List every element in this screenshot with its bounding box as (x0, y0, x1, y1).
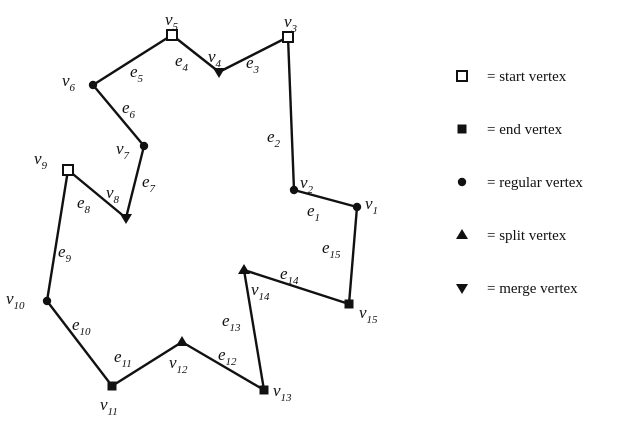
legend: = start vertex = end vertex = regular vert… (456, 69, 583, 297)
vertex-v5-start-marker (166, 29, 178, 41)
edge-label-e7: e7 (142, 172, 156, 195)
vertex-label-v10: v10 (6, 289, 25, 312)
vertex-v1-regular-marker (352, 202, 362, 212)
edge-e7 (124, 144, 146, 220)
vertex-label-v8: v8 (106, 183, 120, 206)
edge-label-e15: e15 (322, 238, 341, 261)
vertex-label-v2: v2 (300, 173, 314, 196)
vertex-v3-start-marker (282, 31, 294, 43)
legend-item-split: = split vertex (456, 228, 567, 244)
edge-e4 (170, 33, 221, 74)
legend-item-start: = start vertex (456, 69, 567, 85)
edge-e13 (242, 268, 266, 392)
vertex-v12-split-marker (176, 336, 188, 346)
vertex-label-v15: v15 (359, 303, 378, 326)
edge-e14 (242, 268, 351, 306)
legend-end-marker (457, 124, 467, 134)
edge-label-e2: e2 (267, 127, 281, 150)
edge-e9 (45, 168, 70, 303)
edge-e11 (110, 340, 184, 388)
edge-label-e8: e8 (77, 193, 91, 216)
legend-label-start: = start vertex (487, 69, 567, 85)
vertices-layer (42, 29, 362, 395)
edge-label-e10: e10 (72, 315, 91, 338)
legend-item-end: = end vertex (457, 122, 563, 138)
legend-label-end: = end vertex (487, 122, 563, 138)
vertex-label-v9: v9 (34, 149, 48, 172)
vertex-v13-end-marker (259, 385, 269, 395)
legend-item-regular: = regular vertex (457, 175, 583, 191)
edge-label-e6: e6 (122, 98, 136, 121)
edge-label-e5: e5 (130, 62, 144, 85)
edge-labels-layer: e1 e2 e3 e4 e5 e6 e7 e8 e9 e10 e11 e12 e13 e14 e15 (58, 51, 341, 370)
edge-label-e14: e14 (280, 264, 299, 287)
vertex-v11-end-marker (107, 381, 117, 391)
edge-label-e11: e11 (114, 347, 132, 370)
vertex-label-v6: v6 (62, 71, 76, 94)
legend-label-regular: = regular vertex (487, 175, 583, 191)
edge-e6 (91, 83, 146, 148)
edge-label-e3: e3 (246, 53, 260, 76)
edge-e15 (347, 205, 359, 306)
legend-start-marker (456, 70, 468, 82)
edge-e5 (91, 33, 174, 87)
legend-split-marker (456, 229, 468, 239)
vertex-v15-end-marker (344, 299, 354, 309)
vertex-v10-regular-marker (42, 296, 52, 306)
legend-regular-marker (457, 177, 467, 187)
vertex-v6-regular-marker (88, 80, 98, 90)
legend-merge-marker (456, 284, 468, 294)
vertex-label-v5: v5 (165, 10, 179, 33)
vertex-v14-split-marker (238, 264, 250, 274)
vertex-label-v12: v12 (169, 353, 188, 376)
legend-item-merge: = merge vertex (456, 281, 578, 297)
vertex-label-v1: v1 (365, 194, 378, 217)
vertex-label-v13: v13 (273, 381, 292, 404)
edge-label-e1: e1 (307, 201, 320, 224)
vertex-label-v14: v14 (251, 280, 270, 303)
edge-e3 (217, 35, 290, 74)
edge-e1 (292, 188, 359, 209)
edge-label-e9: e9 (58, 242, 72, 265)
edge-e12 (180, 340, 266, 392)
vertex-v4-merge-marker (213, 68, 225, 78)
edge-label-e4: e4 (175, 51, 189, 74)
edges-layer (45, 33, 359, 392)
vertex-label-v3: v3 (284, 12, 298, 35)
vertex-label-v7: v7 (116, 139, 130, 162)
vertex-label-v11: v11 (100, 395, 118, 418)
edge-label-e13: e13 (222, 311, 241, 334)
legend-label-split: = split vertex (487, 228, 567, 244)
vertex-label-v4: v4 (208, 47, 222, 70)
edge-label-e12: e12 (218, 345, 237, 368)
legend-label-merge: = merge vertex (487, 281, 578, 297)
edge-e10 (45, 299, 114, 388)
vertex-v8-merge-marker (120, 214, 132, 224)
edge-e8 (66, 168, 128, 220)
vertex-v9-start-marker (62, 164, 74, 176)
vertex-labels-layer: v1 v2 v3 v4 v5 v6 v7 v8 v9 v10 v11 v12 v13 v14 v15 (6, 10, 378, 418)
edge-e2 (286, 35, 296, 192)
vertex-v7-regular-marker (139, 141, 149, 151)
vertex-v2-regular-marker (289, 185, 299, 195)
